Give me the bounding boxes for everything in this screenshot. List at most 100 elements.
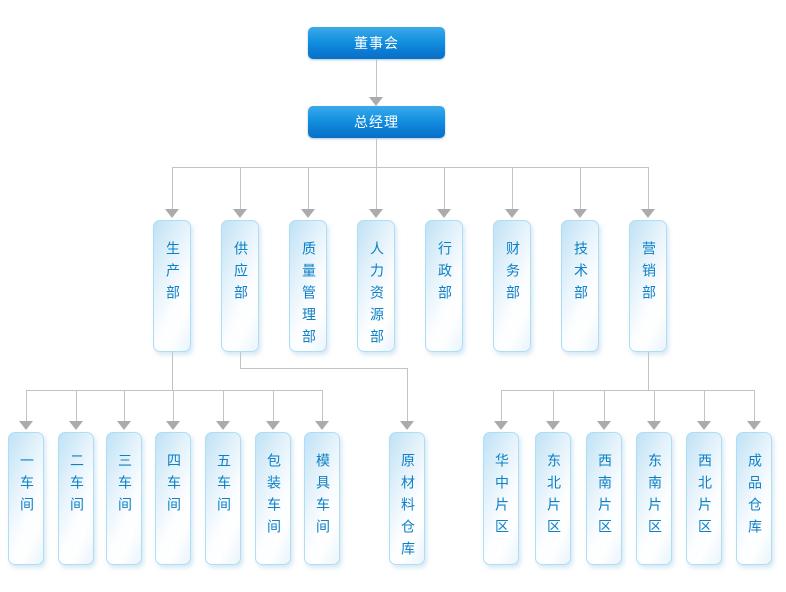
org-node-label: 供应部 — [232, 241, 248, 307]
org-node-general-manager-label: 总经理 — [354, 115, 399, 131]
connector-arrow — [747, 421, 761, 430]
connector-line — [171, 352, 173, 390]
connector-arrow — [573, 209, 587, 218]
connector-line — [321, 390, 323, 422]
org-node-label: 西南片区 — [596, 453, 612, 541]
connector-line — [647, 167, 649, 210]
connector-line — [239, 167, 241, 210]
org-node-workshop-4[interactable]: 四车间 — [155, 432, 191, 565]
connector-line — [375, 59, 377, 98]
connector-line — [603, 390, 605, 422]
org-node-board[interactable]: 董事会 — [308, 27, 445, 59]
connector-line — [171, 167, 173, 210]
connector-arrow — [505, 209, 519, 218]
org-node-label: 一车间 — [18, 453, 34, 519]
org-node-label: 东南片区 — [646, 453, 662, 541]
connector-line — [25, 390, 27, 422]
connector-arrow — [647, 421, 661, 430]
org-node-region-southeast[interactable]: 东南片区 — [636, 432, 672, 565]
connector-line — [307, 167, 309, 210]
connector-line — [501, 390, 754, 391]
org-node-hr-dept[interactable]: 人力资源部 — [357, 220, 395, 352]
connector-arrow — [301, 209, 315, 218]
connector-arrow — [641, 209, 655, 218]
org-node-workshop-2[interactable]: 二车间 — [58, 432, 94, 565]
org-node-raw-material-warehouse[interactable]: 原材料仓库 — [389, 432, 425, 565]
org-node-label: 二车间 — [68, 453, 84, 519]
org-node-label: 成品仓库 — [746, 453, 762, 541]
connector-line — [579, 167, 581, 210]
connector-arrow — [233, 209, 247, 218]
org-node-finance-dept[interactable]: 财务部 — [493, 220, 531, 352]
org-node-label: 财务部 — [504, 241, 520, 307]
org-node-general-manager[interactable]: 总经理 — [308, 106, 445, 138]
connector-arrow — [266, 421, 280, 430]
org-node-workshop-1[interactable]: 一车间 — [8, 432, 44, 565]
org-node-label: 四车间 — [165, 453, 181, 519]
connector-line — [172, 167, 649, 168]
connector-line — [647, 352, 649, 390]
connector-arrow — [369, 209, 383, 218]
connector-arrow — [19, 421, 33, 430]
org-node-admin-dept[interactable]: 行政部 — [425, 220, 463, 352]
connector-arrow — [697, 421, 711, 430]
connector-line — [552, 390, 554, 422]
connector-line — [375, 138, 377, 168]
org-node-marketing-dept[interactable]: 营销部 — [629, 220, 667, 352]
org-node-label: 华中片区 — [493, 453, 509, 541]
connector-arrow — [546, 421, 560, 430]
org-node-board-label: 董事会 — [354, 36, 399, 52]
connector-line — [123, 390, 125, 422]
connector-arrow — [437, 209, 451, 218]
org-node-label: 三车间 — [116, 453, 132, 519]
org-node-region-northeast[interactable]: 东北片区 — [535, 432, 571, 565]
connector-arrow — [400, 421, 414, 430]
connector-line — [240, 368, 407, 369]
org-node-region-southwest[interactable]: 西南片区 — [586, 432, 622, 565]
connector-line — [239, 352, 241, 369]
org-node-finished-goods-warehouse[interactable]: 成品仓库 — [736, 432, 772, 565]
org-node-quality-dept[interactable]: 质量管理部 — [289, 220, 327, 352]
org-node-region-northwest[interactable]: 西北片区 — [686, 432, 722, 565]
org-node-label: 生产部 — [164, 241, 180, 307]
org-node-region-central-china[interactable]: 华中片区 — [483, 432, 519, 565]
org-node-workshop-3[interactable]: 三车间 — [106, 432, 142, 565]
connector-arrow — [216, 421, 230, 430]
connector-line — [272, 390, 274, 422]
connector-arrow — [165, 209, 179, 218]
org-node-packaging-workshop[interactable]: 包装车间 — [255, 432, 291, 565]
org-node-tech-dept[interactable]: 技术部 — [561, 220, 599, 352]
connector-line — [753, 390, 755, 422]
connector-arrow — [166, 421, 180, 430]
connector-line — [511, 167, 513, 210]
org-node-supply-dept[interactable]: 供应部 — [221, 220, 259, 352]
connector-line — [75, 390, 77, 422]
org-node-label: 行政部 — [436, 241, 452, 307]
org-node-workshop-5[interactable]: 五车间 — [205, 432, 241, 565]
connector-line — [653, 390, 655, 422]
connector-arrow — [315, 421, 329, 430]
connector-line — [375, 167, 377, 210]
org-node-production-dept[interactable]: 生产部 — [153, 220, 191, 352]
org-node-label: 营销部 — [640, 241, 656, 307]
org-node-label: 质量管理部 — [300, 241, 316, 351]
org-node-label: 人力资源部 — [368, 241, 384, 351]
org-node-label: 东北片区 — [545, 453, 561, 541]
org-node-label: 五车间 — [215, 453, 231, 519]
org-node-label: 模具车间 — [314, 453, 330, 541]
connector-line — [172, 390, 174, 422]
org-node-mold-workshop[interactable]: 模具车间 — [304, 432, 340, 565]
org-node-label: 包装车间 — [265, 453, 281, 541]
connector-arrow — [69, 421, 83, 430]
connector-arrow — [494, 421, 508, 430]
connector-line — [222, 390, 224, 422]
connector-line — [703, 390, 705, 422]
connector-arrow — [597, 421, 611, 430]
org-node-label: 技术部 — [572, 241, 588, 307]
connector-line — [406, 368, 408, 422]
connector-arrow — [117, 421, 131, 430]
connector-line — [500, 390, 502, 422]
connector-line — [26, 390, 323, 391]
connector-line — [443, 167, 445, 210]
